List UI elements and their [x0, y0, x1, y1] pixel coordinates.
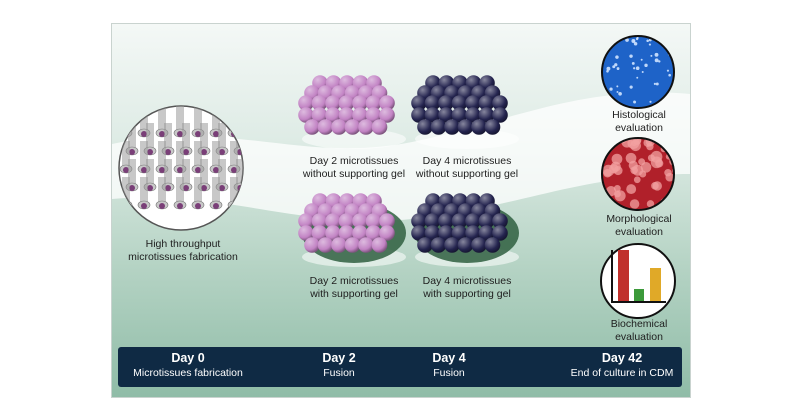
day4-no-gel-label: Day 4 microtissues without supporting ge… [407, 155, 527, 181]
day4-microtissue-gel-icon [411, 193, 519, 267]
morphological-line1: Morphological [606, 213, 672, 225]
day4-microtissue-no-gel-icon [411, 75, 519, 149]
day2-microtissue-gel-icon [298, 193, 406, 267]
day4-gel-line1: Day 4 microtissues [422, 275, 512, 287]
day2-no-gel-label: Day 2 microtissues without supporting ge… [294, 155, 414, 181]
day2-gel-line2: with supporting gel [310, 288, 398, 300]
day2-subtitle: Fusion [323, 367, 355, 379]
day2-no-gel-line2: without supporting gel [302, 168, 406, 180]
fabrication-label-line1: High throughput [145, 238, 221, 250]
morphology-image-icon [601, 137, 675, 211]
day4-no-gel-line2: without supporting gel [415, 168, 519, 180]
day2-gel-label: Day 2 microtissues with supporting gel [294, 275, 414, 301]
timeline-day4: Day 4 Fusion [414, 351, 484, 380]
morphological-label: Morphological evaluation [594, 213, 684, 239]
timeline-day0: Day 0 Microtissues fabrication [118, 351, 258, 380]
biochemical-line1: Biochemical [610, 318, 668, 330]
day2-microtissue-no-gel-icon [298, 75, 406, 149]
fabrication-label: High throughput microtissues fabrication [124, 238, 242, 264]
timeline-bar: Day 0 Microtissues fabrication Day 2 Fus… [118, 347, 682, 387]
histological-line2: evaluation [615, 122, 663, 134]
timeline-day2: Day 2 Fusion [304, 351, 374, 380]
timeline-day42: Day 42 End of culture in CDM [562, 351, 682, 380]
histology-image-icon [601, 35, 675, 109]
biochemical-line2: evaluation [615, 331, 663, 343]
day4-title: Day 4 [432, 351, 466, 365]
microwell-array-icon [118, 105, 244, 231]
fabrication-label-line2: microtissues fabrication [128, 251, 238, 263]
day0-subtitle: Microtissues fabrication [133, 367, 243, 379]
day2-no-gel-line1: Day 2 microtissues [309, 155, 399, 167]
bar-chart-icon [600, 243, 676, 319]
day0-title: Day 0 [171, 351, 205, 365]
day4-no-gel-line1: Day 4 microtissues [422, 155, 512, 167]
day4-subtitle: Fusion [433, 367, 465, 379]
day2-gel-line1: Day 2 microtissues [309, 275, 399, 287]
flow-ribbon [112, 92, 690, 221]
day42-subtitle: End of culture in CDM [570, 367, 674, 379]
biochemical-label: Biochemical evaluation [598, 318, 680, 344]
histological-line1: Histological [612, 109, 666, 121]
day2-title: Day 2 [322, 351, 356, 365]
histological-label: Histological evaluation [598, 109, 680, 135]
day4-gel-label: Day 4 microtissues with supporting gel [407, 275, 527, 301]
morphological-line2: evaluation [615, 226, 663, 238]
day4-gel-line2: with supporting gel [423, 288, 511, 300]
day42-title: Day 42 [601, 351, 643, 365]
